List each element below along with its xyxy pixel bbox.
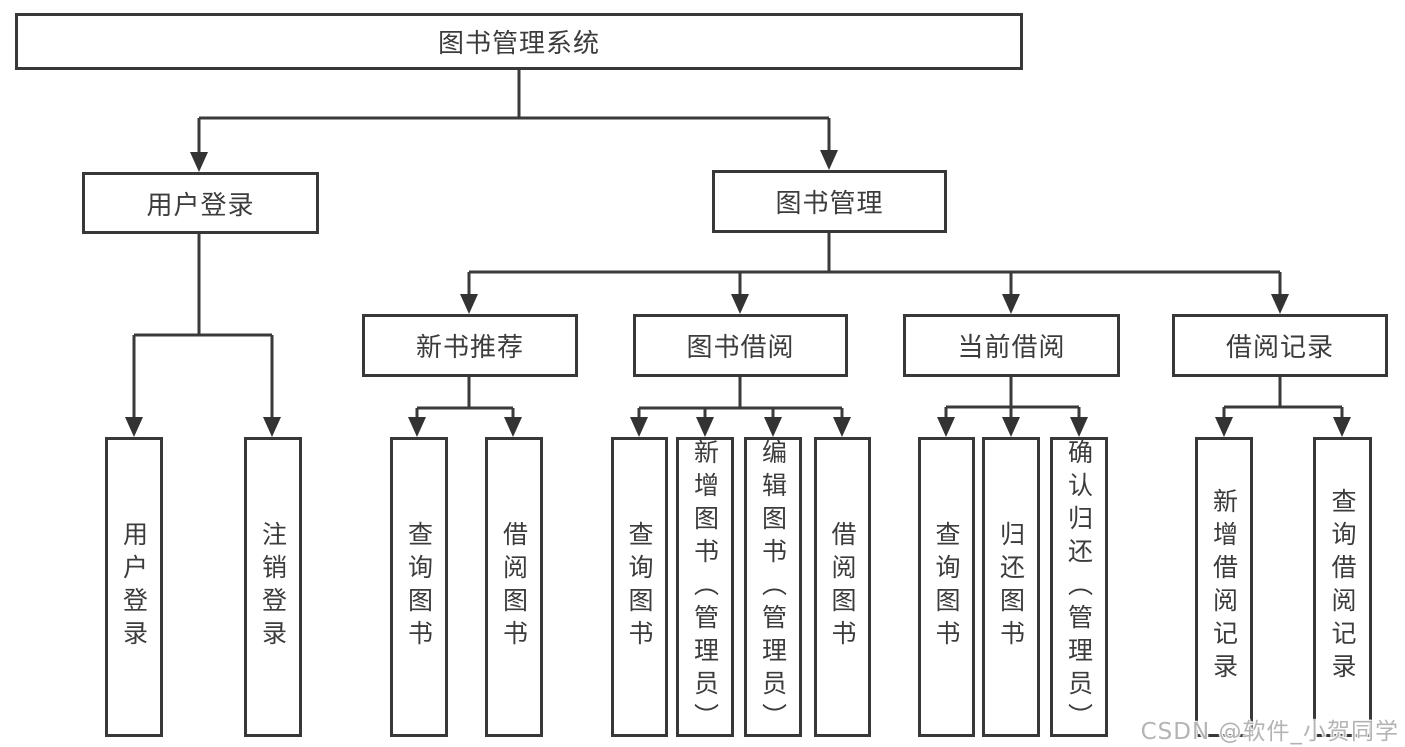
node-leaf-return-books: 归还图书 bbox=[982, 437, 1040, 737]
node-label: 确认归还（管理员） bbox=[1064, 438, 1094, 736]
node-label: 图书借阅 bbox=[686, 333, 795, 363]
node-leaf-confirm-return-admin: 确认归还（管理员） bbox=[1050, 437, 1108, 737]
node-leaf-query-borrow-record: 查询借阅记录 bbox=[1313, 437, 1372, 737]
node-label: 借阅记录 bbox=[1225, 333, 1334, 363]
node-leaf-user-login: 用户登录 bbox=[105, 437, 163, 737]
node-label: 借阅图书 bbox=[828, 521, 857, 653]
node-label: 查询图书 bbox=[625, 521, 654, 653]
node-label: 注销登录 bbox=[258, 521, 288, 653]
node-leaf-query-books: 查询图书 bbox=[390, 437, 448, 737]
node-label: 用户登录 bbox=[146, 190, 255, 221]
node-label: 当前借阅 bbox=[957, 333, 1066, 363]
node-label: 查询借阅记录 bbox=[1328, 488, 1357, 686]
node-book-borrowing: 图书借阅 bbox=[633, 314, 848, 377]
node-current-borrowing: 当前借阅 bbox=[903, 314, 1120, 377]
node-user-login: 用户登录 bbox=[82, 172, 319, 234]
node-leaf-edit-books-admin: 编辑图书（管理员） bbox=[744, 437, 802, 737]
node-leaf-add-books-admin: 新增图书（管理员） bbox=[676, 437, 734, 737]
node-label: 图书管理 bbox=[775, 189, 884, 219]
node-label: 编辑图书（管理员） bbox=[758, 438, 788, 736]
node-label: 借阅图书 bbox=[499, 521, 529, 653]
node-new-book-recommend: 新书推荐 bbox=[362, 314, 578, 377]
node-root: 图书管理系统 bbox=[15, 13, 1023, 70]
node-label: 新增图书（管理员） bbox=[690, 438, 720, 736]
node-borrowing-records: 借阅记录 bbox=[1172, 314, 1388, 377]
node-leaf-add-borrow-record: 新增借阅记录 bbox=[1195, 437, 1253, 737]
node-leaf-borrow-books: 借阅图书 bbox=[814, 437, 871, 737]
csdn-watermark: CSDN @软件_小贺同学 bbox=[1140, 719, 1399, 745]
node-label: 新书推荐 bbox=[415, 333, 524, 363]
node-leaf-query-books: 查询图书 bbox=[918, 437, 975, 737]
node-label: 归还图书 bbox=[996, 521, 1026, 653]
node-label: 用户登录 bbox=[119, 521, 149, 653]
node-label: 查询图书 bbox=[404, 521, 434, 653]
node-book-management: 图书管理 bbox=[712, 170, 947, 233]
node-label: 图书管理系统 bbox=[437, 29, 600, 59]
node-leaf-query-books: 查询图书 bbox=[611, 437, 668, 737]
node-label: 新增借阅记录 bbox=[1209, 488, 1239, 686]
connector-lines bbox=[132, 70, 1344, 419]
node-leaf-logout: 注销登录 bbox=[244, 437, 302, 737]
node-label: 查询图书 bbox=[932, 521, 961, 653]
node-leaf-borrow-books: 借阅图书 bbox=[485, 437, 543, 737]
